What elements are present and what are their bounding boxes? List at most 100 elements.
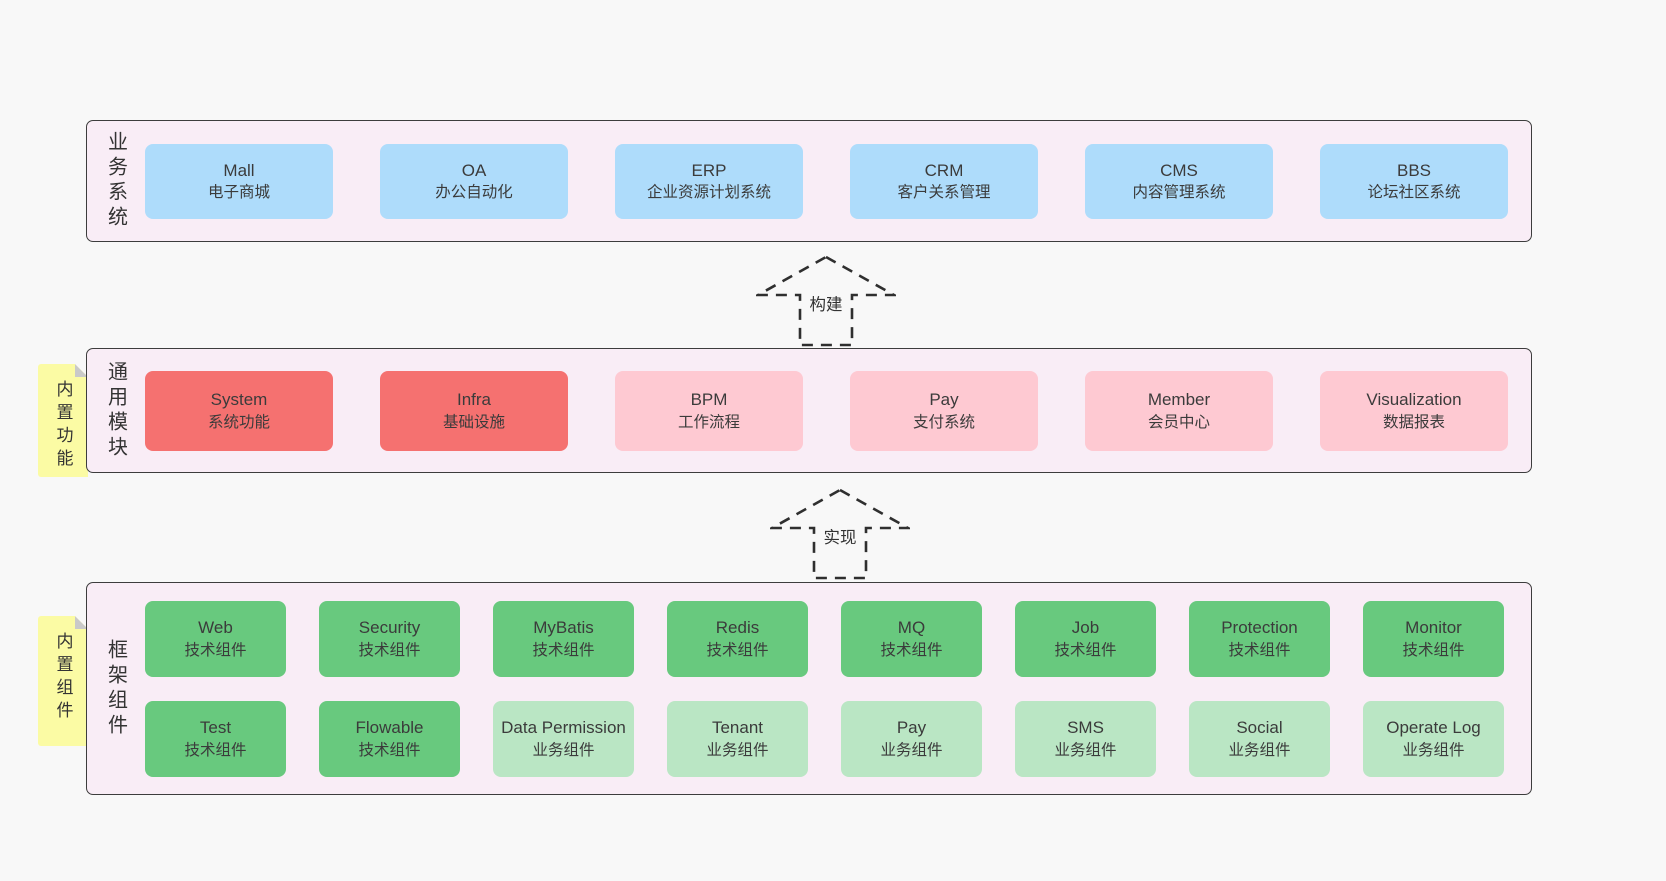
implement-arrow: 实现 xyxy=(770,488,910,580)
business-systems-panel: 业务系统 Mall 电子商城 OA 办公自动化 ERP 企业资源计划系统 CRM… xyxy=(86,120,1532,242)
box-subtitle: 技术组件 xyxy=(184,741,247,759)
sticky-label: 内置功能 xyxy=(53,380,73,472)
box-mybatis: MyBatis 技术组件 xyxy=(493,600,634,677)
box-subtitle: 技术组件 xyxy=(706,641,769,659)
box-title: Member xyxy=(1147,390,1211,410)
box-title: CMS xyxy=(1160,160,1198,180)
box-subtitle: 论坛社区系统 xyxy=(1367,184,1461,202)
framework-components-panel: 框架组件 Web 技术组件 Security 技术组件 MyBatis 技术组件… xyxy=(86,582,1532,795)
box-title: Data Permission xyxy=(501,718,626,738)
box-title: Web xyxy=(198,618,233,638)
business-systems-label-column: 业务系统 xyxy=(87,121,145,241)
box-title: Pay xyxy=(929,390,959,410)
box-title: Mall xyxy=(223,160,255,180)
box-flowable: Flowable 技术组件 xyxy=(319,700,460,777)
box-title: Test xyxy=(199,718,232,738)
box-subtitle: 基础设施 xyxy=(442,413,505,431)
box-title: Operate Log xyxy=(1386,718,1481,738)
box-subtitle: 业务组件 xyxy=(1054,741,1117,759)
box-title: System xyxy=(210,390,268,410)
build-arrow: 构建 xyxy=(756,255,896,347)
box-subtitle: 数据报表 xyxy=(1382,413,1445,431)
up-arrow-icon xyxy=(756,255,896,347)
folded-corner-icon xyxy=(75,616,88,629)
box-title: BPM xyxy=(690,390,728,410)
box-subtitle: 技术组件 xyxy=(1054,641,1117,659)
box-operate-log: Operate Log 业务组件 xyxy=(1363,700,1504,777)
build-arrow-label: 构建 xyxy=(807,291,845,315)
box-title: Tenant xyxy=(711,718,764,738)
up-arrow-icon xyxy=(770,488,910,580)
box-title: BBS xyxy=(1396,160,1432,180)
box-test: Test 技术组件 xyxy=(145,700,286,777)
box-subtitle: 电子商城 xyxy=(207,184,270,202)
box-bbs: BBS 论坛社区系统 xyxy=(1320,143,1508,219)
box-job: Job 技术组件 xyxy=(1015,600,1156,677)
box-title: Redis xyxy=(715,618,760,638)
sticky-label: 内置组件 xyxy=(53,632,73,724)
box-subtitle: 内容管理系统 xyxy=(1132,184,1226,202)
box-subtitle: 业务组件 xyxy=(1228,741,1291,759)
box-title: OA xyxy=(461,160,487,180)
box-subtitle: 企业资源计划系统 xyxy=(646,184,771,202)
box-subtitle: 业务组件 xyxy=(706,741,769,759)
box-subtitle: 技术组件 xyxy=(358,741,421,759)
box-subtitle: 技术组件 xyxy=(184,641,247,659)
box-title: Flowable xyxy=(355,718,424,738)
box-title: Job xyxy=(1071,618,1100,638)
box-subtitle: 业务组件 xyxy=(532,741,595,759)
box-subtitle: 工作流程 xyxy=(677,413,740,431)
common-modules-boxes: System 系统功能 Infra 基础设施 BPM 工作流程 Pay 支付系统… xyxy=(145,349,1531,472)
box-subtitle: 办公自动化 xyxy=(435,184,513,202)
box-subtitle: 技术组件 xyxy=(1402,641,1465,659)
box-redis: Redis 技术组件 xyxy=(667,600,808,677)
box-data-permission: Data Permission 业务组件 xyxy=(493,700,634,777)
box-security: Security 技术组件 xyxy=(319,600,460,677)
box-bpm: BPM 工作流程 xyxy=(615,370,803,451)
box-title: MQ xyxy=(897,618,926,638)
box-title: Protection xyxy=(1221,618,1298,638)
box-cms: CMS 内容管理系统 xyxy=(1085,143,1273,219)
common-modules-panel: 通用模块 System 系统功能 Infra 基础设施 BPM 工作流程 Pay… xyxy=(86,348,1532,473)
box-erp: ERP 企业资源计划系统 xyxy=(615,143,803,219)
box-title: Social xyxy=(1236,718,1283,738)
box-subtitle: 技术组件 xyxy=(1228,641,1291,659)
box-title: SMS xyxy=(1067,718,1104,738)
sticky-built-in-features: 内置功能 xyxy=(38,364,88,477)
box-system: System 系统功能 xyxy=(145,370,333,451)
box-subtitle: 业务组件 xyxy=(880,741,943,759)
box-mq: MQ 技术组件 xyxy=(841,600,982,677)
implement-arrow-label: 实现 xyxy=(821,524,859,548)
box-infra: Infra 基础设施 xyxy=(380,370,568,451)
box-title: Security xyxy=(358,618,421,638)
framework-components-label: 框架组件 xyxy=(104,638,127,739)
common-modules-label: 通用模块 xyxy=(104,360,127,461)
box-oa: OA 办公自动化 xyxy=(380,143,568,219)
box-web: Web 技术组件 xyxy=(145,600,286,677)
box-subtitle: 会员中心 xyxy=(1147,413,1210,431)
box-crm: CRM 客户关系管理 xyxy=(850,143,1038,219)
components-row-1: Web 技术组件 Security 技术组件 MyBatis 技术组件 Redi… xyxy=(145,600,1504,677)
box-pay-module: Pay 支付系统 xyxy=(850,370,1038,451)
box-title: ERP xyxy=(691,160,727,180)
box-protection: Protection 技术组件 xyxy=(1189,600,1330,677)
components-row-2: Test 技术组件 Flowable 技术组件 Data Permission … xyxy=(145,700,1504,777)
box-subtitle: 系统功能 xyxy=(207,413,270,431)
framework-components-rows: Web 技术组件 Security 技术组件 MyBatis 技术组件 Redi… xyxy=(145,583,1532,794)
box-title: Pay xyxy=(896,718,927,738)
box-title: CRM xyxy=(924,160,964,180)
box-visualization: Visualization 数据报表 xyxy=(1320,370,1508,451)
box-subtitle: 客户关系管理 xyxy=(897,184,991,202)
box-tenant: Tenant 业务组件 xyxy=(667,700,808,777)
box-title: Visualization xyxy=(1366,390,1462,410)
common-modules-label-column: 通用模块 xyxy=(87,349,145,472)
box-subtitle: 技术组件 xyxy=(358,641,421,659)
folded-corner-icon xyxy=(75,364,88,377)
box-pay-component: Pay 业务组件 xyxy=(841,700,982,777)
box-monitor: Monitor 技术组件 xyxy=(1363,600,1504,677)
box-title: Infra xyxy=(456,390,492,410)
box-social: Social 业务组件 xyxy=(1189,700,1330,777)
box-member: Member 会员中心 xyxy=(1085,370,1273,451)
box-subtitle: 业务组件 xyxy=(1402,741,1465,759)
box-subtitle: 技术组件 xyxy=(880,641,943,659)
